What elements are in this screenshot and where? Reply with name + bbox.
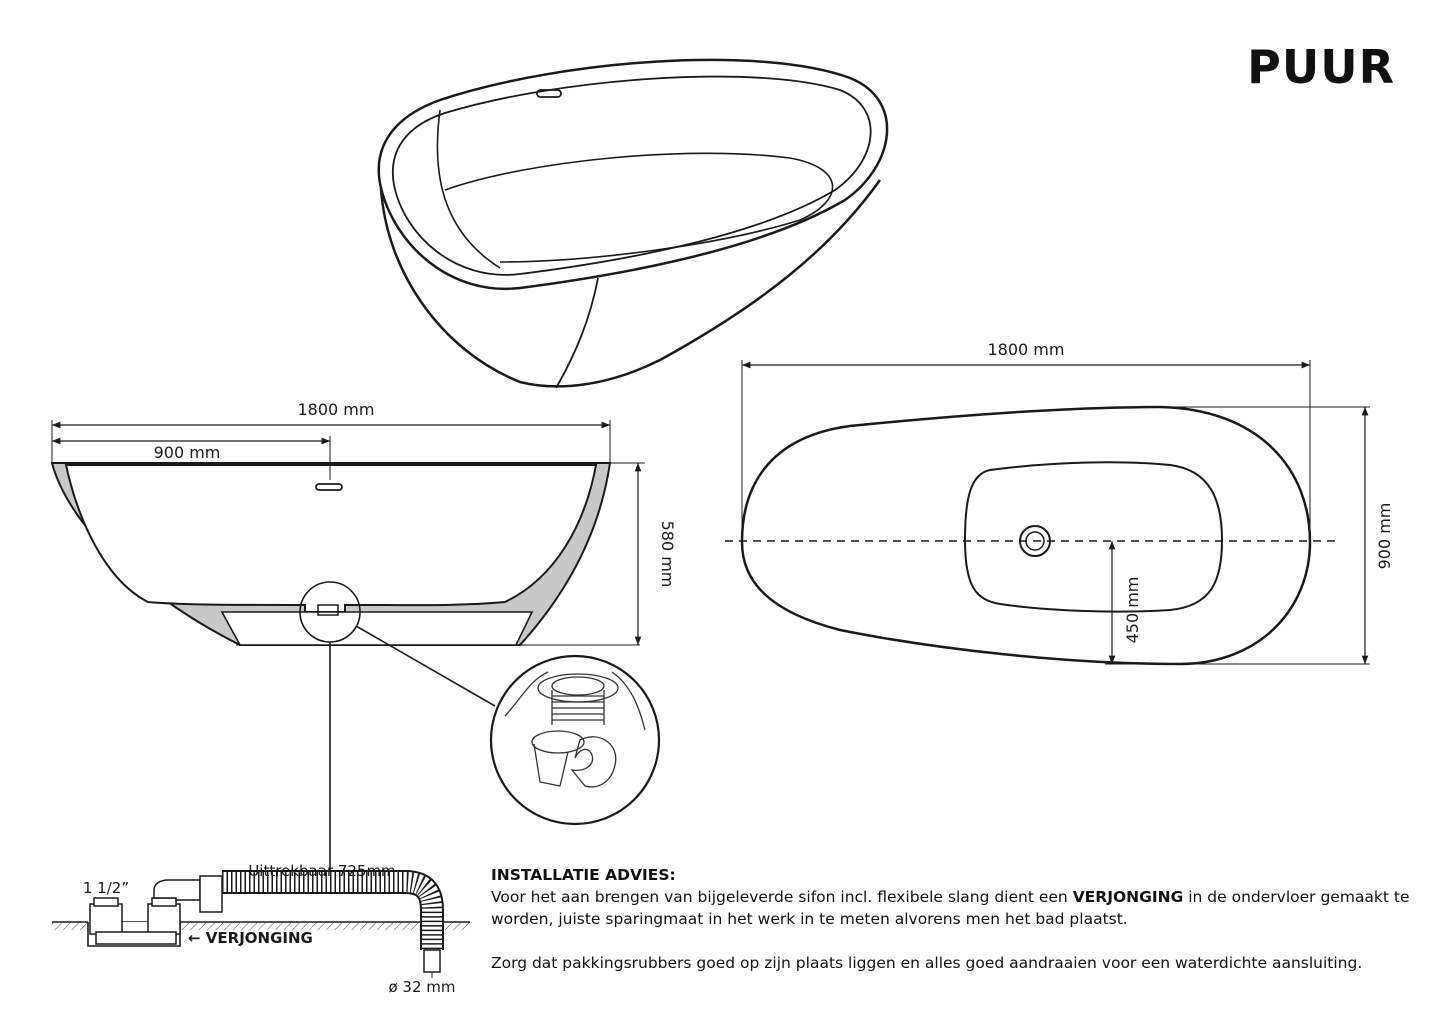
detail-floor <box>504 671 646 731</box>
advice-heading: INSTALLATIE ADVIES: <box>491 866 676 884</box>
side-section-view: 1800 mm 900 mm 580 mm <box>50 400 677 882</box>
flex-hose-core <box>222 872 442 950</box>
detail-body <box>533 743 569 787</box>
advice-p1-start: Voor het aan brengen van bijgeleverde si… <box>491 888 1073 906</box>
detail-flange-inner <box>551 676 605 696</box>
advice-p1-bold: VERJONGING <box>1072 888 1184 906</box>
top-length-label: 1800 mm <box>988 340 1065 359</box>
connector-right-cap <box>151 897 177 907</box>
coupling <box>199 875 223 913</box>
thread-label: 1 1/2” <box>83 879 129 897</box>
side-overflow-slot <box>315 483 343 491</box>
extendable-label: Uittrekbaar 725mm <box>248 862 395 880</box>
outlet-pipe <box>423 949 441 973</box>
tub-outer-shell <box>379 179 882 388</box>
tub-inner-rim <box>392 75 872 276</box>
detail-thread <box>551 690 605 725</box>
detail-wrench <box>570 736 617 788</box>
bottom-pipe <box>95 931 177 945</box>
tub-inner-seam <box>436 109 501 269</box>
connector-right <box>147 903 181 935</box>
side-section-cavity <box>64 464 598 613</box>
drain-detail <box>489 654 661 826</box>
overflow-slot <box>536 89 562 98</box>
installation-advice: INSTALLATIE ADVIES: Voor het aan brengen… <box>491 864 1411 974</box>
side-height-label: 580 mm <box>658 521 677 588</box>
elbow <box>153 879 201 901</box>
tub-inner-floor <box>444 152 834 263</box>
side-half-label: 900 mm <box>154 443 221 462</box>
detail-circle <box>489 654 661 826</box>
tub-shell-seam <box>555 277 599 389</box>
connector-left-cap <box>93 897 119 907</box>
connector-left <box>89 903 123 935</box>
advice-p1-end: in de ondervloer gemaakt te worden, juis… <box>491 888 1410 928</box>
diameter-label: ø 32 mm <box>388 978 455 996</box>
drain-offset-label: 450 mm <box>1123 577 1142 644</box>
floor-hatch <box>52 922 470 930</box>
top-width-label: 900 mm <box>1375 503 1394 570</box>
side-length-label: 1800 mm <box>298 400 375 419</box>
top-plan-view: 1800 mm 900 mm 450 mm <box>725 340 1394 666</box>
advice-paragraph-1: Voor het aan brengen van bijgeleverde si… <box>491 886 1411 930</box>
detail-leader-line <box>355 625 496 707</box>
tub-outer-rim <box>377 58 889 291</box>
detail-nut <box>531 730 585 754</box>
perspective-view <box>377 58 889 389</box>
side-drain <box>317 604 339 616</box>
reduction-label: ← VERJONGING <box>188 929 313 947</box>
siphon-installation: Uittrekbaar 725mm 1 1/2” ← VERJONGING ø … <box>52 862 470 996</box>
top-inner-basin <box>963 461 1224 613</box>
brand-title: PUUR <box>1247 40 1395 94</box>
side-base-cutout <box>220 611 534 646</box>
advice-paragraph-2: Zorg dat pakkingsrubbers goed op zijn pl… <box>491 954 1363 972</box>
